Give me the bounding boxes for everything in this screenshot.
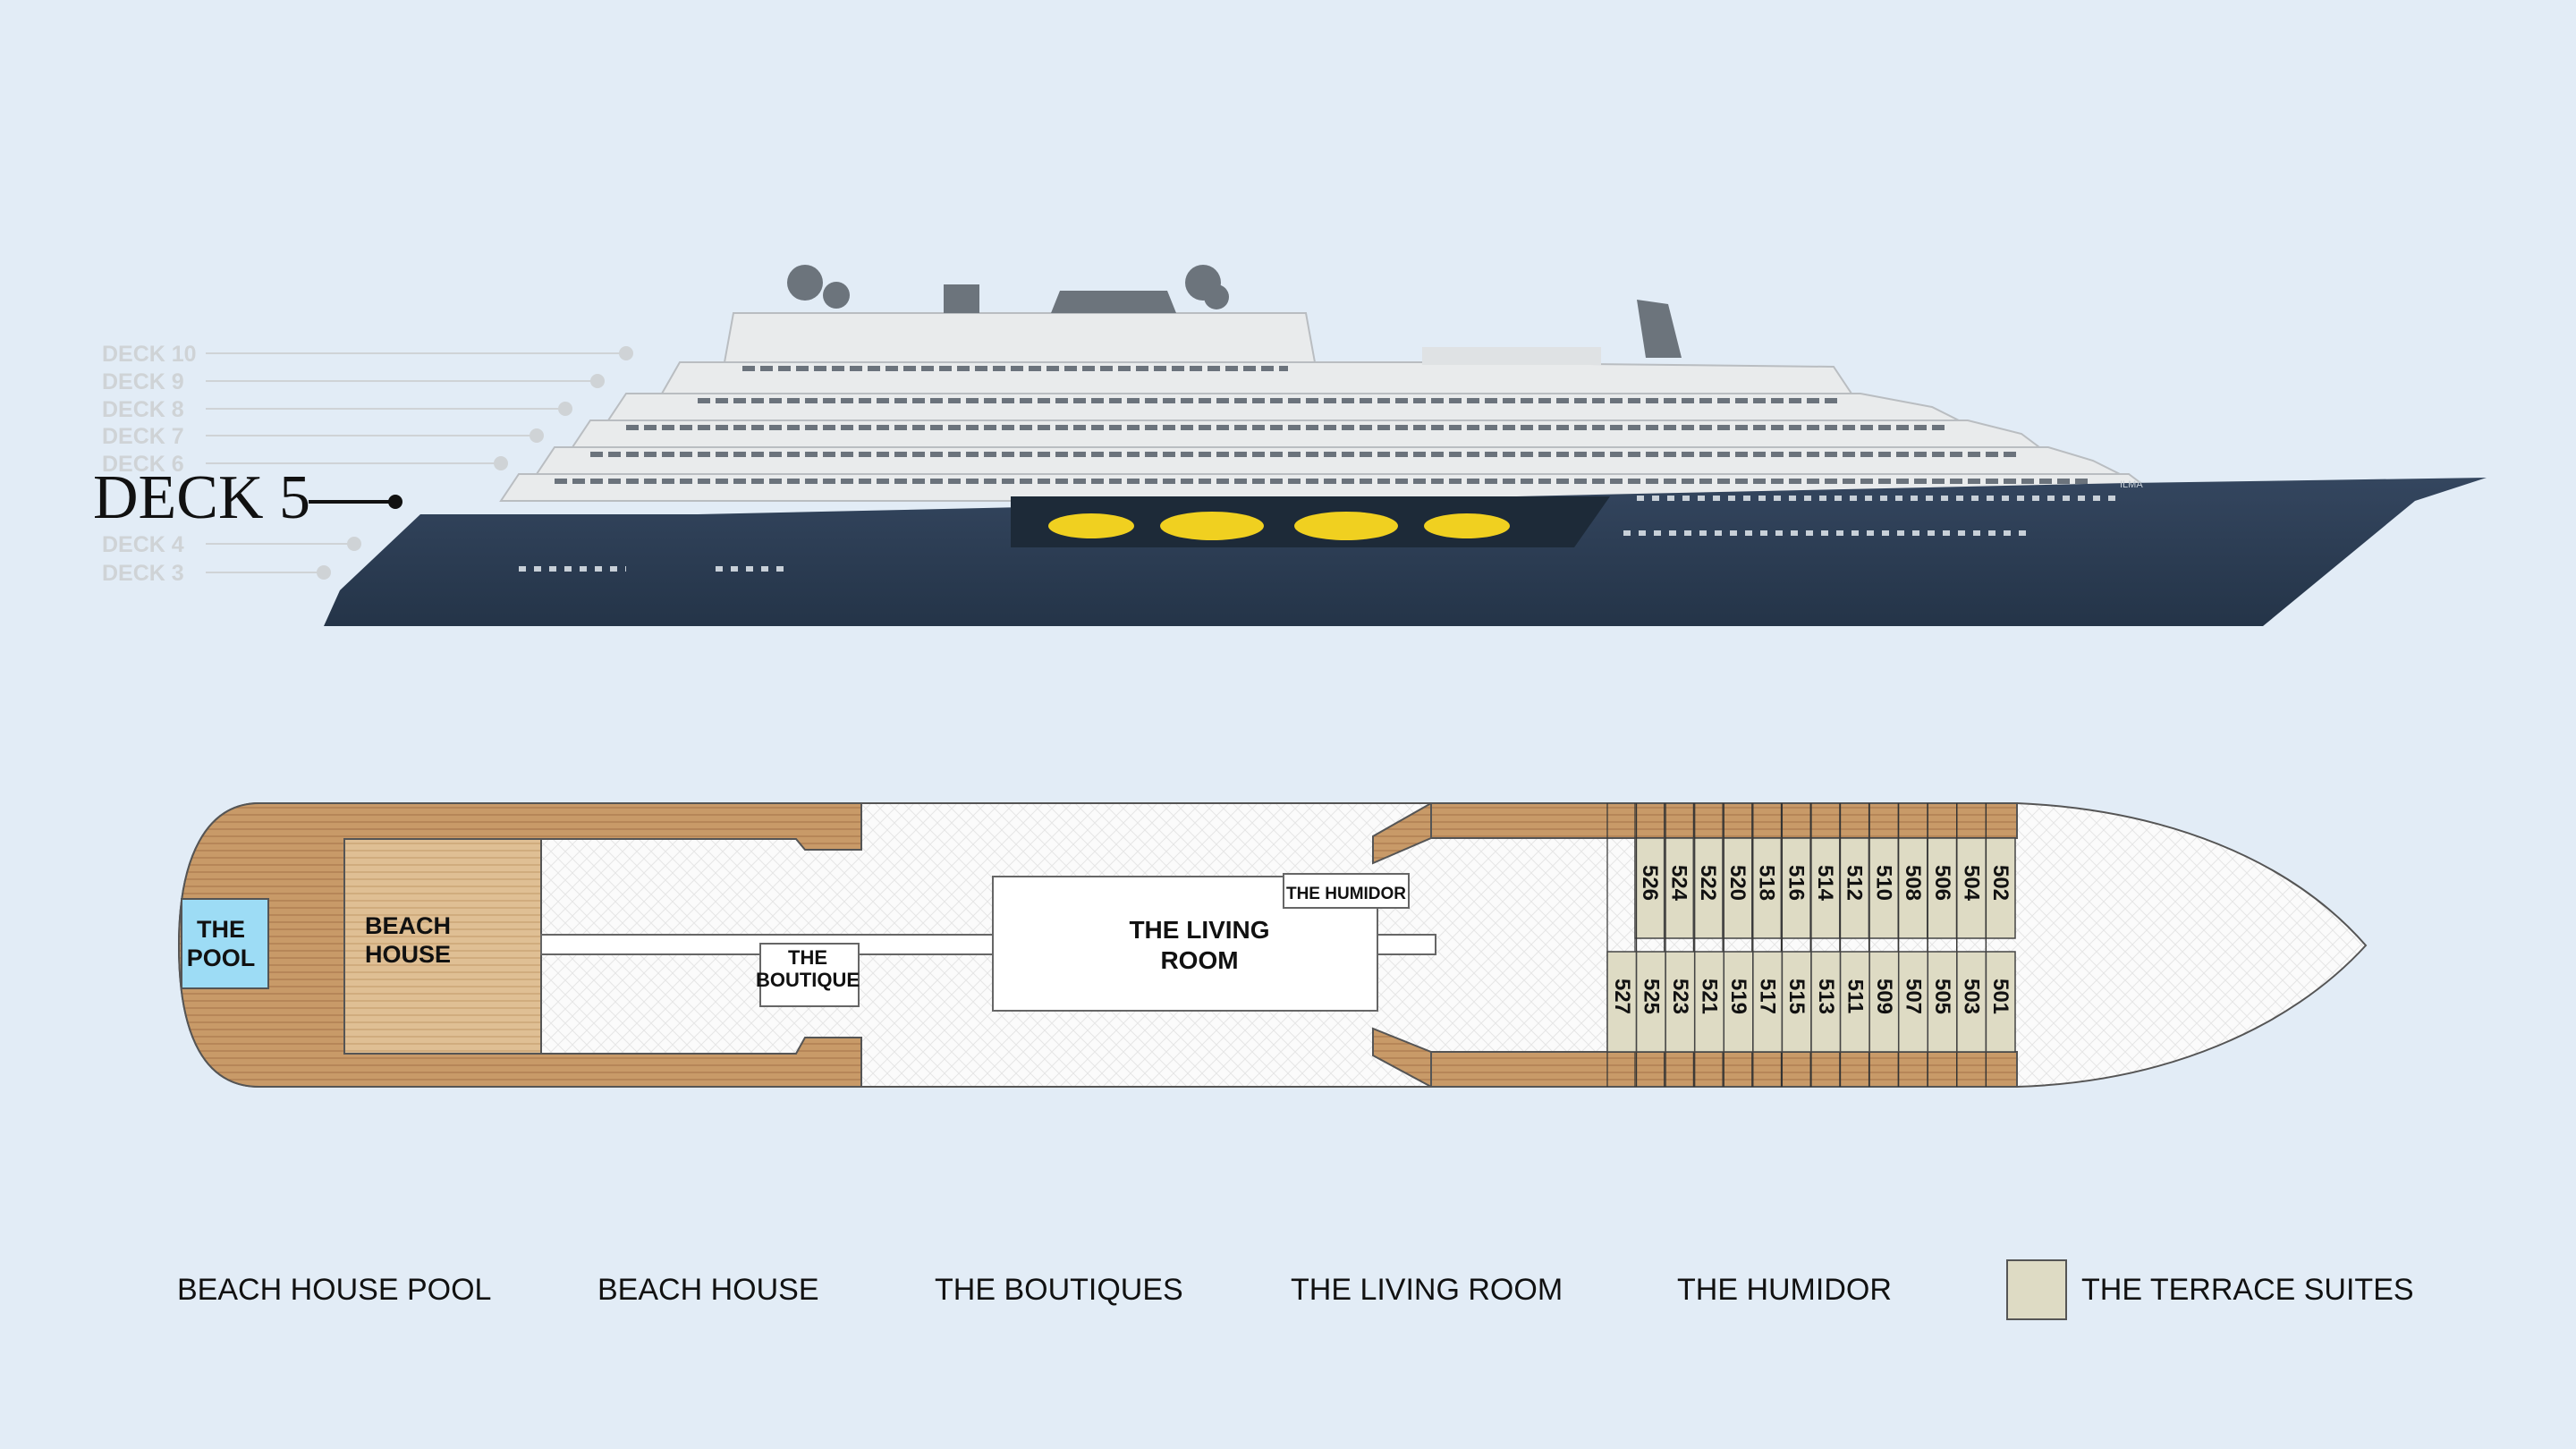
suite-number: 514 <box>1813 865 1837 902</box>
suite-number: 506 <box>1930 865 1954 901</box>
suite-number: 503 <box>1960 979 1984 1014</box>
terrace-suite-523[interactable]: 523 <box>1665 803 1696 1087</box>
suite-number: 523 <box>1668 979 1692 1014</box>
terrace-suite-501[interactable]: 501 <box>1985 803 2016 1087</box>
suite-number: 525 <box>1639 979 1663 1014</box>
suite-cell[interactable] <box>1985 837 2016 939</box>
deck-4-label[interactable]: DECK 4 <box>102 532 184 557</box>
pool-label-line2: POOL <box>187 945 256 971</box>
deck-7-label[interactable]: DECK 7 <box>102 424 184 449</box>
suite-cell[interactable] <box>1751 837 1783 939</box>
suite-number: 513 <box>1814 979 1838 1014</box>
living-room-label-line2: ROOM <box>1160 946 1238 974</box>
terrace-suites-swatch <box>2006 1259 2067 1320</box>
suite-cell[interactable] <box>1810 951 1842 1053</box>
suite-cell[interactable] <box>1927 837 1958 939</box>
legend-terrace-suites: THE TERRACE SUITES <box>2081 1273 2414 1307</box>
legend-beach-house: BEACH HOUSE <box>597 1273 819 1307</box>
terrace-suite-513[interactable]: 513 <box>1810 803 1842 1087</box>
deck-3-label[interactable]: DECK 3 <box>102 561 184 586</box>
terrace-suite-509[interactable]: 509 <box>1868 803 1900 1087</box>
suite-number: 515 <box>1784 979 1809 1014</box>
suite-number: 522 <box>1696 865 1720 901</box>
suite-number: 526 <box>1638 865 1662 901</box>
terrace-suite-527[interactable]: 527 <box>1606 803 1638 1087</box>
legend-beach-house-pool: BEACH HOUSE POOL <box>177 1273 492 1307</box>
terrace-suite-525[interactable]: 525 <box>1635 803 1666 1087</box>
terrace-suite-511[interactable]: 511 <box>1839 803 1870 1087</box>
terrace-suite-515[interactable]: 515 <box>1781 803 1812 1087</box>
terrace-suite-507[interactable]: 507 <box>1897 803 1929 1087</box>
suite-cell[interactable] <box>1634 837 1665 939</box>
terrace-suite-514[interactable]: 514 <box>1809 803 1841 1087</box>
living-room-label-line1: THE LIVING <box>1129 916 1269 944</box>
suite-cell[interactable] <box>1693 951 1725 1053</box>
terrace-suite-519[interactable]: 519 <box>1723 803 1754 1087</box>
suite-cell[interactable] <box>1663 837 1695 939</box>
deck-guide-lines <box>206 346 633 580</box>
suite-number: 509 <box>1872 979 1896 1014</box>
suite-number: 519 <box>1726 979 1750 1014</box>
humidor-label: THE HUMIDOR <box>1286 885 1406 903</box>
terrace-suite-506[interactable]: 506 <box>1927 803 1958 1087</box>
ship-name-text: ILMA <box>2120 479 2143 490</box>
terrace-suite-517[interactable]: 517 <box>1752 803 1784 1087</box>
stern-deck-wood <box>177 802 862 1088</box>
suite-cell[interactable] <box>1606 951 1638 1053</box>
beach-house-label-line2: HOUSE <box>365 941 451 968</box>
deck-10-label[interactable]: DECK 10 <box>102 342 197 367</box>
suite-cell[interactable] <box>1752 951 1784 1053</box>
suite-number: 527 <box>1610 979 1634 1014</box>
legend-living-room: THE LIVING ROOM <box>1291 1273 1563 1307</box>
ship-side-view: ILMA <box>324 265 2487 626</box>
pool-label-line1: THE <box>197 916 245 943</box>
suite-cell[interactable] <box>1781 951 1812 1053</box>
suite-cell[interactable] <box>1839 951 1870 1053</box>
suite-number: 524 <box>1667 865 1691 902</box>
suite-cell[interactable] <box>1927 951 1958 1053</box>
suite-number: 517 <box>1756 979 1780 1014</box>
suite-number: 520 <box>1725 865 1750 901</box>
suite-number: 511 <box>1843 979 1867 1014</box>
boutique-label-line1: THE <box>788 946 827 969</box>
suite-number: 505 <box>1930 979 1954 1014</box>
boutique-label-line2: BOUTIQUE <box>756 969 860 991</box>
deck-8-label[interactable]: DECK 8 <box>102 397 184 422</box>
terrace-suite-526[interactable]: 526 <box>1634 803 1665 1087</box>
beach-house-label-line1: BEACH <box>365 912 451 939</box>
suite-number: 521 <box>1698 979 1722 1014</box>
suite-cell[interactable] <box>1635 951 1666 1053</box>
suite-number: 510 <box>1871 865 1895 901</box>
terrace-suite-503[interactable]: 503 <box>1956 803 1987 1087</box>
suite-number: 504 <box>1959 865 1983 902</box>
suite-cell[interactable] <box>1897 951 1929 1053</box>
suite-number: 508 <box>1901 865 1925 901</box>
terrace-suite-522[interactable]: 522 <box>1692 803 1724 1087</box>
pool-area <box>181 898 269 989</box>
suite-number: 512 <box>1843 865 1867 901</box>
suite-number: 501 <box>1988 979 2012 1014</box>
deck-5-pointer <box>309 495 402 509</box>
suite-cell[interactable] <box>1723 951 1754 1053</box>
beach-house-area <box>343 838 542 1055</box>
terrace-suite-516[interactable]: 516 <box>1780 803 1811 1087</box>
terrace-suite-508[interactable]: 508 <box>1897 803 1928 1087</box>
suite-cell[interactable] <box>1985 951 2016 1053</box>
suite-number: 516 <box>1784 865 1808 901</box>
terrace-suite-518[interactable]: 518 <box>1751 803 1783 1087</box>
suite-number: 507 <box>1902 979 1926 1014</box>
suite-cell[interactable] <box>1868 951 1900 1053</box>
current-deck-label: DECK 5 <box>93 463 311 532</box>
suite-number: 518 <box>1755 865 1779 901</box>
suite-number: 502 <box>1988 865 2012 901</box>
legend-humidor: THE HUMIDOR <box>1677 1273 1892 1307</box>
terrace-suite-521[interactable]: 521 <box>1693 803 1725 1087</box>
legend-boutiques: THE BOUTIQUES <box>935 1273 1183 1307</box>
terrace-suite-505[interactable]: 505 <box>1927 803 1958 1087</box>
deck-9-label[interactable]: DECK 9 <box>102 369 184 394</box>
deck-6-label[interactable]: DECK 6 <box>102 452 184 477</box>
